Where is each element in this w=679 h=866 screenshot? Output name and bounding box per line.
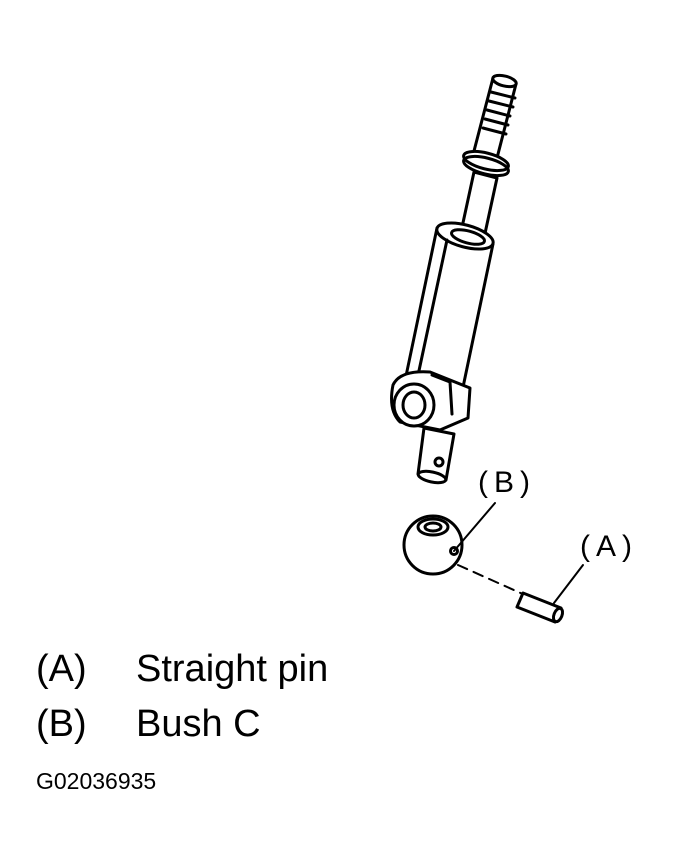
straight-pin — [515, 591, 565, 624]
bush-c-ball — [402, 514, 464, 576]
leader-lines — [453, 502, 584, 604]
lower-stub — [416, 426, 456, 485]
legend-key: (B) — [36, 703, 87, 745]
shift-rod-tube — [404, 221, 495, 394]
legend-text: Bush C — [136, 703, 261, 745]
legend-item-straight-pin: (A) Straight pin — [36, 648, 328, 691]
legend-item-bush-c: (B) Bush C — [36, 703, 261, 746]
figure-id: G02036935 — [36, 768, 157, 794]
yoke-joint — [390, 370, 472, 432]
splined-shaft-tip — [472, 73, 518, 160]
legend-key: (A) — [36, 648, 87, 690]
legend-text: Straight pin — [136, 648, 329, 690]
callout-b-label: (B) — [478, 466, 536, 499]
callout-a-label: (A) — [580, 530, 638, 563]
